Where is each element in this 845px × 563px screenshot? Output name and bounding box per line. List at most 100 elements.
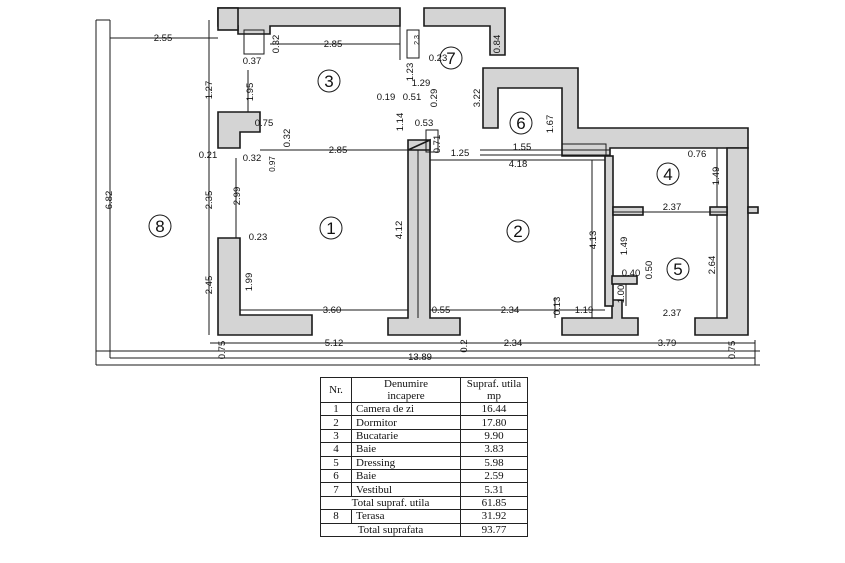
dim-label: 4.18 [509,159,528,170]
room-label-2: 2 [506,219,530,243]
terrace-outline [95,19,760,366]
row-area: 3.83 [460,442,528,457]
walls [217,7,759,336]
dim-label: 2.37 [663,202,682,213]
header-name: Denumire incapere [351,377,461,403]
dim-label: 0.32 [271,35,282,54]
fixtures [243,8,610,318]
dim-label: 1.25 [451,148,470,159]
room-label-1: 1 [319,216,343,240]
dim-label: 2.64 [707,256,718,275]
row-area: 5.31 [460,482,528,497]
dim-label: 2.3 [414,35,421,45]
dim-label: 0.37 [243,56,262,67]
room-number: 1 [326,219,335,238]
dim-label: 6.82 [104,191,115,210]
dim-label: 0.21 [199,150,218,161]
room-label-5: 5 [666,257,690,281]
row-nr: 1 [320,401,352,417]
dimension-labels: 2.55 2.85 0.32 0.37 0.84 0.23 2.3 1.23 1… [104,33,738,363]
dim-label: 3.60 [323,305,342,316]
dim-label: 1.27 [204,81,215,100]
dim-label: 1.49 [619,237,630,256]
row-nr: 4 [320,442,352,457]
dim-label: 2.55 [154,33,173,44]
room-number: 4 [663,165,672,184]
dim-label: 0.40 [622,268,641,279]
room-label-4: 4 [656,162,680,186]
row-area: 2.59 [460,468,528,484]
row-name: Dressing [351,455,461,470]
row-name: Camera de zi [351,401,461,417]
room-number: 2 [513,222,522,241]
row-area: 16.44 [460,401,528,417]
dim-label: 0.2 [459,339,470,352]
room-number: 5 [673,260,682,279]
row-nr: 2 [320,415,352,430]
dim-label: 0.75 [727,341,738,360]
row-area: 5.98 [460,455,528,470]
dim-label: 1.95 [245,83,256,102]
dim-label: 1.55 [513,142,532,153]
dim-label: 0.75 [255,118,274,129]
dim-label: 0.71 [432,135,443,154]
dim-label: 5.12 [325,338,344,349]
dim-label: 2.85 [329,145,348,156]
row-nr: 3 [320,428,352,444]
total-value: 93.77 [460,522,528,537]
dim-label: 0.84 [492,35,503,54]
dim-label: 2.85 [324,39,343,50]
room-label-7: 7 [439,46,463,70]
floor-plan: 1 2 3 4 5 6 7 8 2.55 2.85 0.32 0.37 0.84… [95,7,760,366]
row-name: Bucatarie [351,428,461,444]
dim-label: 0.51 [403,92,422,103]
dim-label: 1.23 [405,63,416,82]
dim-label: 0.23 [249,232,268,243]
room-labels: 1 2 3 4 5 6 7 8 [148,46,690,281]
dimension-lines [96,20,760,352]
dim-label: 1.29 [412,78,431,89]
dim-label: 1.49 [711,167,722,186]
dim-label: 1.99 [244,273,255,292]
dim-label: 2.35 [204,191,215,210]
dim-label: 0.97 [268,156,277,172]
dim-label: 2.34 [504,338,523,349]
row-area: 31.92 [460,509,528,524]
total-label: Total suprafata [320,522,461,537]
row-name: Terasa [351,509,461,524]
room-number: 3 [324,72,333,91]
row-nr: 7 [320,482,352,497]
dim-label: 0.19 [377,92,396,103]
row-nr: 5 [320,455,352,470]
dim-label: 0.53 [415,118,434,129]
dim-label: 0.32 [282,129,293,148]
dim-label: 2.37 [663,308,682,319]
header-area: Supraf. utila mp [460,377,528,403]
room-label-3: 3 [317,69,341,93]
area-legend-table: Nr. Denumire incapere Supraf. utila mp 1… [320,377,528,537]
row-nr: 6 [320,468,352,484]
row-name: Vestibul [351,482,461,497]
row-name: Baie [351,442,461,457]
row-name: Baie [351,468,461,484]
room-number: 7 [446,49,455,68]
row-area: 9.90 [460,428,528,444]
dim-label: 3.79 [658,338,677,349]
dim-label: 4.13 [588,231,599,250]
row-nr: 8 [320,509,352,524]
dim-label: 4.12 [394,221,405,240]
dim-label: 0.13 [552,297,563,316]
room-number: 8 [155,217,164,236]
dim-label: 3.22 [472,89,483,108]
dim-label: 2.34 [501,305,520,316]
row-area: 17.80 [460,415,528,430]
dim-label: 1.19 [575,305,594,316]
dim-label: 1.14 [395,113,406,132]
dim-label: 0.50 [644,261,655,280]
